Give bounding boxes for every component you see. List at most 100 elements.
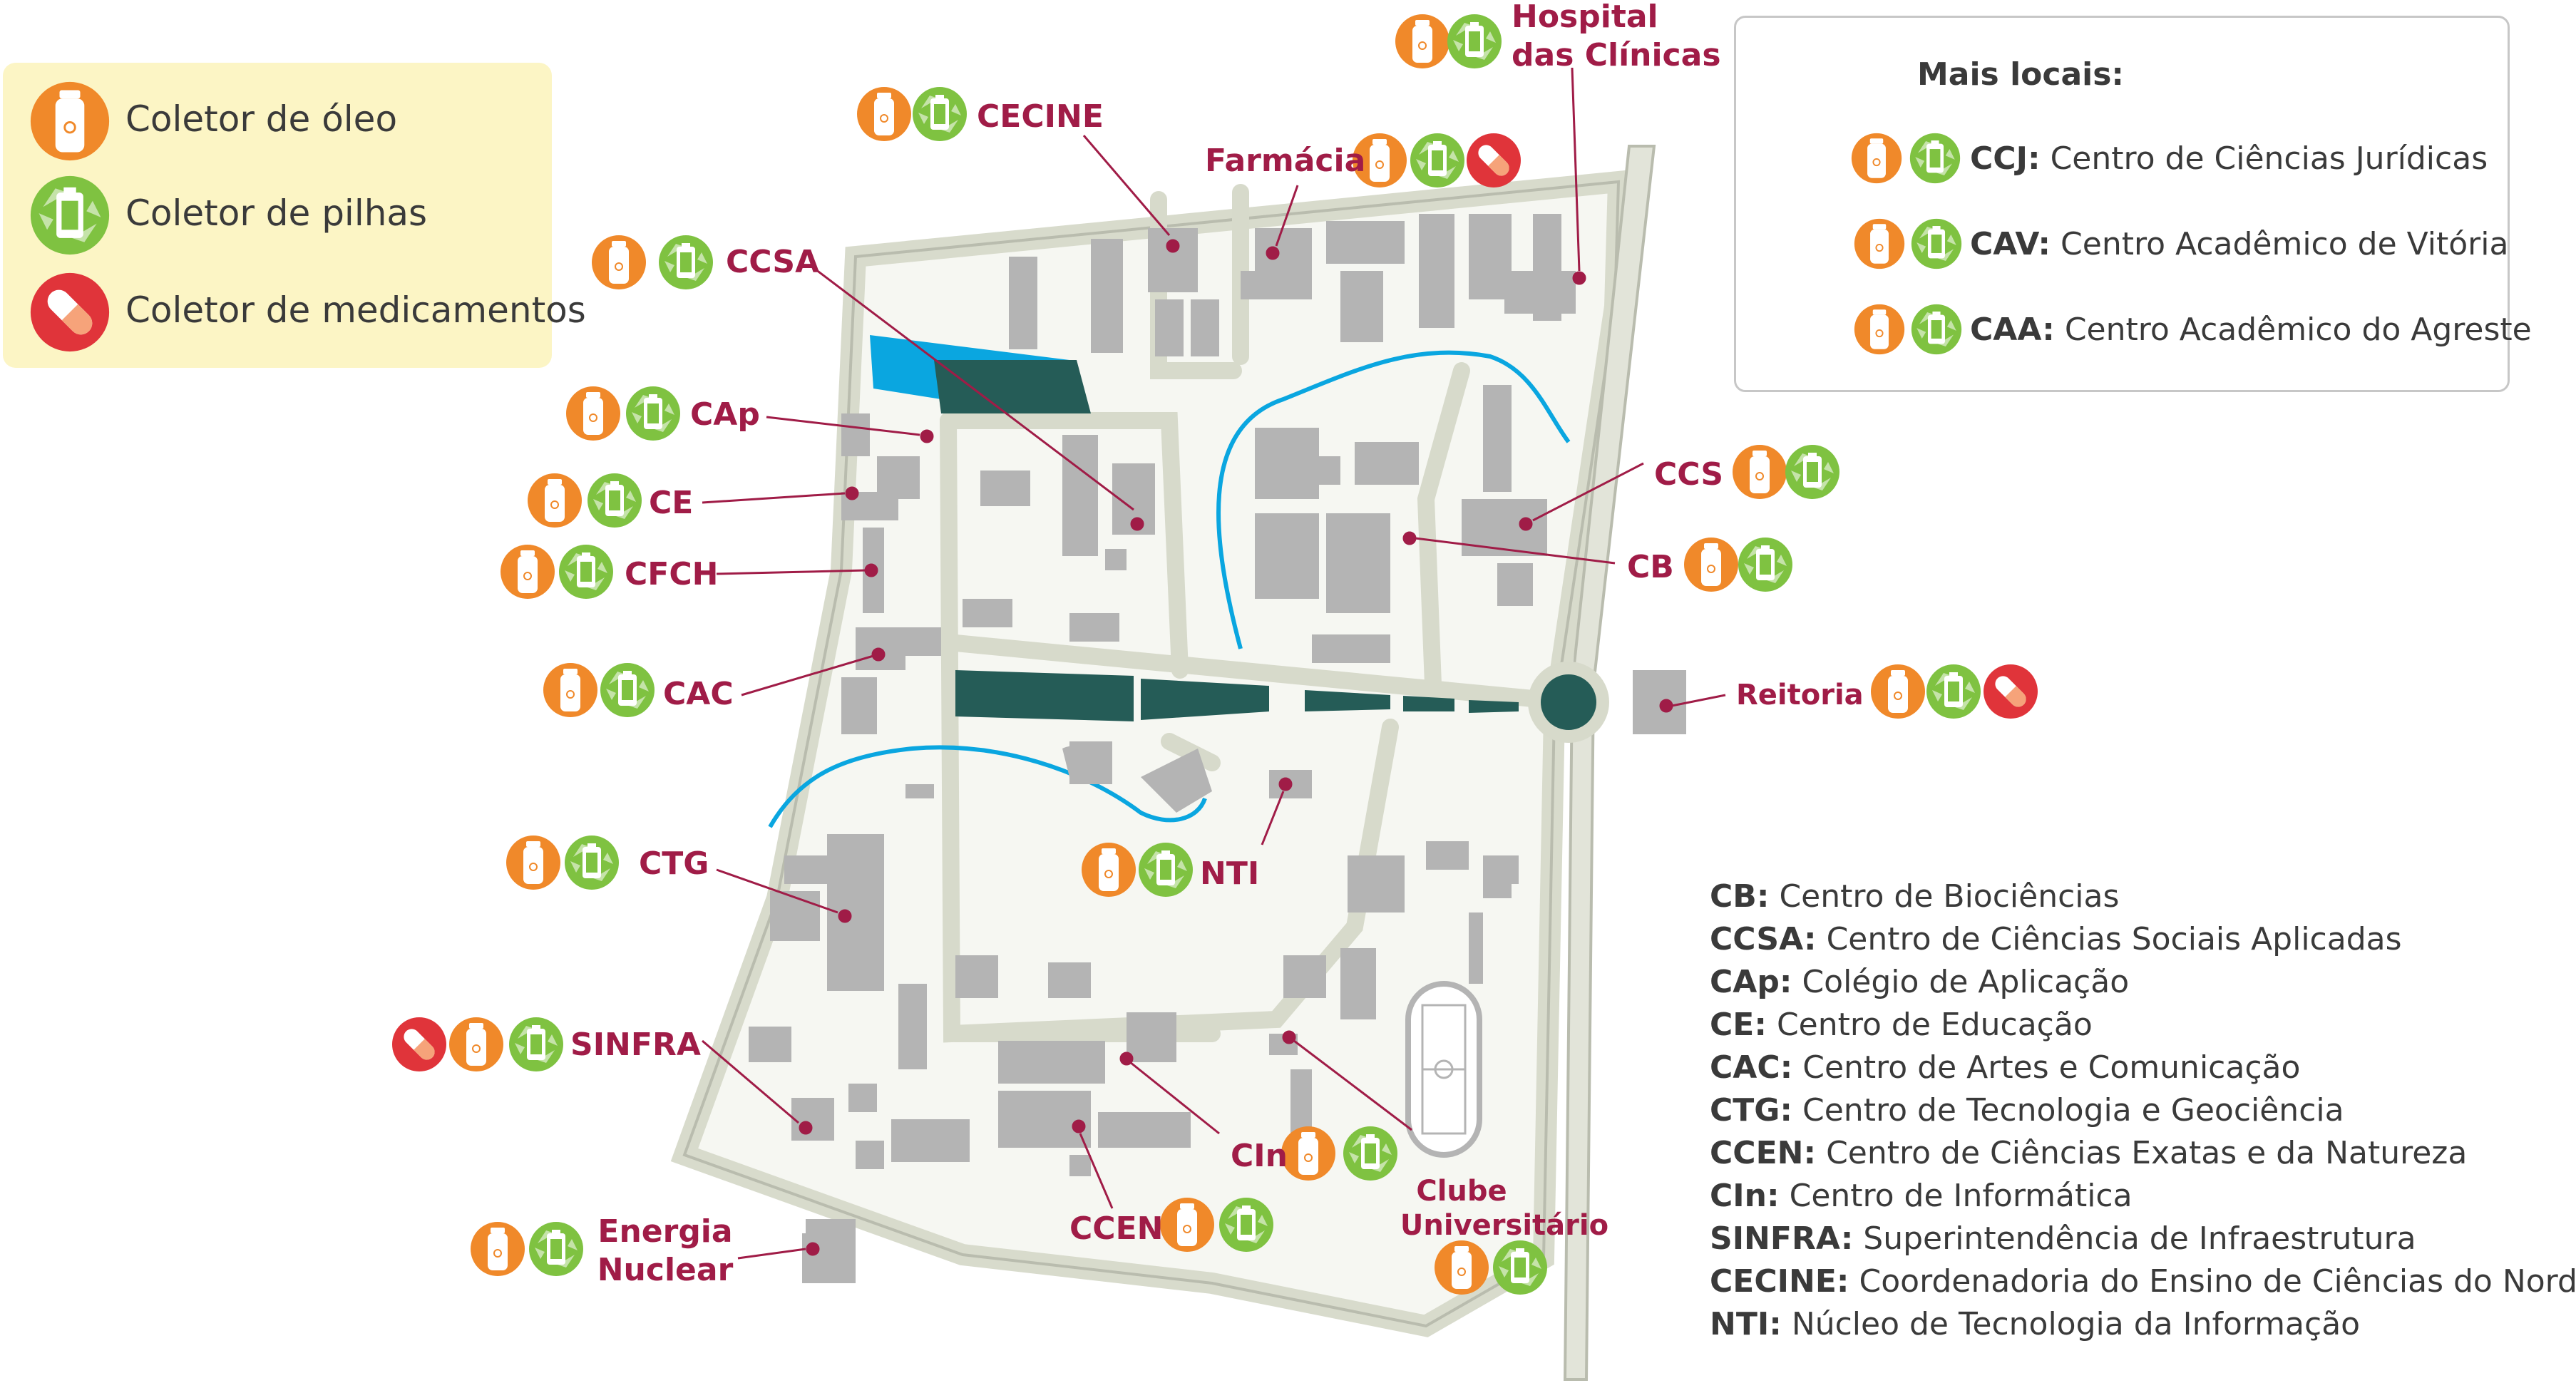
oil-collector-icon (1395, 14, 1450, 69)
battery-collector-icon (913, 87, 967, 141)
label-sinfra: SINFRA (570, 1027, 701, 1063)
more-places-text-caa: CAA: Centro Acadêmico do Agreste (1970, 312, 2532, 348)
label-cap: CAp (690, 396, 760, 433)
label-ccs: CCS (1654, 456, 1723, 493)
medicine-collector-icon (392, 1017, 446, 1071)
abbreviation-code: CCEN: (1710, 1135, 1817, 1171)
battery-collector-icon (1738, 538, 1792, 592)
abbreviation-code: CE: (1710, 1007, 1767, 1043)
battery-collector-icon (509, 1017, 563, 1071)
abbreviation-code: SINFRA: (1710, 1220, 1854, 1257)
abbreviation-row: CAp: Colégio de Aplicação (1710, 964, 2576, 1007)
abbreviation-name: Centro de Biociências (1779, 878, 2120, 915)
abbreviation-row: SINFRA: Superintendência de Infraestrutu… (1710, 1220, 2576, 1263)
round-building (1141, 749, 1212, 813)
more-places-title: Mais locais: (1917, 56, 2125, 93)
label-ccsa: CCSA (726, 244, 819, 280)
label-cac: CAC (663, 676, 734, 712)
abbreviation-name: Centro de Ciências Exatas e da Natureza (1826, 1135, 2468, 1171)
abbreviation-name: Centro de Educação (1776, 1007, 2093, 1043)
roundabout (1528, 662, 1609, 743)
abbreviation-row: CECINE: Coordenadoria do Ensino de Ciênc… (1710, 1263, 2576, 1306)
label-ce: CE (649, 485, 693, 521)
label-ccen: CCEN (1069, 1210, 1163, 1247)
oil-collector-icon (1853, 303, 1906, 356)
battery-collector-icon (1910, 303, 1963, 356)
oil-collector-icon (565, 386, 621, 441)
battery-collector-icon (1410, 133, 1464, 187)
abbreviation-name: Coordenadoria do Ensino de Ciências do N… (1859, 1263, 2576, 1300)
legend-item-medicine: Coletor de medicamentos (3, 269, 586, 355)
oil-collector-icon (543, 662, 598, 718)
oil-collector-icon (1853, 217, 1906, 270)
oil-collector-icon (527, 473, 583, 528)
more-places-item-cav: CAV: Centro Acadêmico de Vitória (1792, 217, 2509, 274)
medicine-collector-icon (29, 271, 111, 354)
battery-collector-icon (559, 545, 613, 599)
abbreviation-code: CAp: (1710, 964, 1792, 1000)
river-west (768, 745, 1207, 828)
abbreviation-row: CB: Centro de Biociências (1710, 878, 2576, 921)
medicine-collector-icon (1984, 664, 2038, 719)
label-farmacia: Farmácia (1205, 143, 1365, 179)
legend-label-medicine: Coletor de medicamentos (125, 289, 586, 331)
oil-collector-icon (470, 1221, 525, 1277)
abbreviation-row: CTG: Centro de Tecnologia e Geociência (1710, 1092, 2576, 1135)
abbreviation-name: Centro de Artes e Comunicação (1802, 1049, 2301, 1086)
battery-collector-icon (1219, 1198, 1273, 1252)
abbreviation-code: CTG: (1710, 1092, 1793, 1128)
battery-collector-icon (29, 174, 111, 257)
more-places-name-caa: Centro Acadêmico do Agreste (2064, 312, 2532, 348)
abbreviation-code: CAC: (1710, 1049, 1793, 1086)
label-cb: CB (1627, 549, 1674, 585)
battery-collector-icon (626, 386, 680, 441)
label-clube-line1: Clube (1416, 1175, 1507, 1208)
more-places-abbr-caa: CAA: (1970, 312, 2055, 348)
legend-label-oil: Coletor de óleo (125, 98, 398, 140)
abbreviation-row: CAC: Centro de Artes e Comunicação (1710, 1049, 2576, 1092)
label-ctg: CTG (639, 845, 709, 882)
legend-item-oil: Coletor de óleo (3, 78, 552, 164)
battery-collector-icon (1139, 843, 1193, 897)
medicine-collector-icon (1467, 133, 1521, 187)
more-places-text-ccj: CCJ: Centro de Ciências Jurídicas (1970, 140, 2488, 177)
abbreviation-list: CB: Centro de Biociências CCSA: Centro d… (1710, 878, 2576, 1349)
battery-collector-icon (1909, 132, 1961, 185)
legend-item-battery: Coletor de pilhas (3, 173, 552, 258)
label-cin: CIn (1231, 1138, 1288, 1174)
more-places-panel: Mais locais: CCJ: Centro de Ciências Jur… (1734, 16, 2532, 392)
battery-collector-icon (529, 1222, 583, 1276)
legend-panel: Coletor de óleo Coletor de pilhas Coleto… (3, 63, 586, 368)
label-nti: NTI (1200, 855, 1259, 892)
label-energia-line2: Nuclear (597, 1252, 734, 1288)
abbreviation-name: Superintendência de Infraestrutura (1863, 1220, 2416, 1257)
battery-collector-icon (587, 473, 642, 528)
label-hospital-line2: das Clínicas (1512, 37, 1721, 73)
battery-collector-icon (600, 663, 655, 717)
more-places-name-cav: Centro Acadêmico de Vitória (2061, 226, 2509, 262)
abbreviation-name: Centro de Ciências Sociais Aplicadas (1826, 921, 2402, 957)
oil-collector-icon (506, 835, 561, 890)
oil-collector-icon (591, 235, 647, 290)
stadium (1405, 981, 1482, 1158)
oil-collector-icon (1850, 132, 1903, 185)
abbreviation-code: CIn: (1710, 1178, 1780, 1214)
water (768, 335, 1571, 828)
label-cecine: CECINE (977, 98, 1104, 135)
central-park-strip (955, 670, 1519, 721)
battery-collector-icon (1785, 445, 1839, 499)
more-places-name-ccj: Centro de Ciências Jurídicas (2050, 140, 2488, 177)
oil-collector-icon (1732, 444, 1787, 500)
abbreviation-row: CCEN: Centro de Ciências Exatas e da Nat… (1710, 1135, 2576, 1178)
battery-collector-icon (1447, 14, 1502, 68)
battery-collector-icon (659, 235, 713, 289)
leader-lines (702, 67, 1726, 1260)
battery-collector-icon (565, 836, 619, 890)
legend-label-battery: Coletor de pilhas (125, 192, 428, 234)
more-places-item-caa: CAA: Centro Acadêmico do Agreste (1792, 303, 2532, 360)
